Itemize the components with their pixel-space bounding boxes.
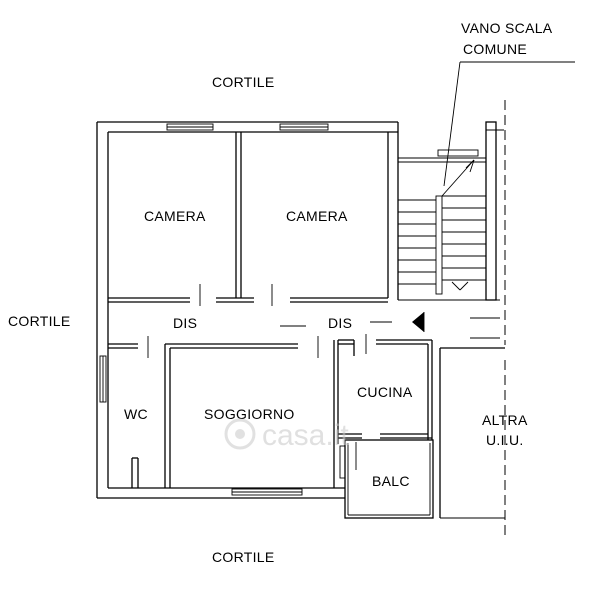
- courtyard-bottom-label: CORTILE: [212, 549, 275, 565]
- stair-arrow-icon: [412, 312, 424, 332]
- outer-walls: [96, 121, 399, 499]
- neighbour-walls: [439, 100, 506, 540]
- hall-left-label: DIS: [173, 315, 197, 331]
- room-cucina-label: CUCINA: [357, 384, 413, 400]
- interior-walls: [108, 132, 434, 519]
- top-windows: [166, 123, 479, 157]
- stair-label-line2: COMUNE: [463, 41, 527, 57]
- room-camera-right-label: CAMERA: [286, 208, 348, 224]
- room-balc-label: BALC: [372, 473, 410, 489]
- staircase: [398, 121, 504, 339]
- watermark: casa.it: [224, 418, 349, 452]
- room-wc-label: WC: [124, 406, 148, 422]
- watermark-text: casa.it: [262, 419, 349, 452]
- other-unit-label-line2: U.I.U.: [486, 432, 524, 448]
- hall-right-label: DIS: [328, 315, 352, 331]
- room-camera-left-label: CAMERA: [144, 208, 206, 224]
- other-unit-label-line1: ALTRA: [482, 412, 528, 428]
- courtyard-top-label: CORTILE: [212, 74, 275, 90]
- stair-label-line1: VANO SCALA: [461, 20, 553, 36]
- side-windows: [99, 355, 303, 496]
- stair-leader: [443, 61, 575, 187]
- watermark-logo-icon: [224, 418, 256, 450]
- room-soggiorno-label: SOGGIORNO: [204, 406, 295, 422]
- courtyard-left-label: CORTILE: [8, 313, 71, 329]
